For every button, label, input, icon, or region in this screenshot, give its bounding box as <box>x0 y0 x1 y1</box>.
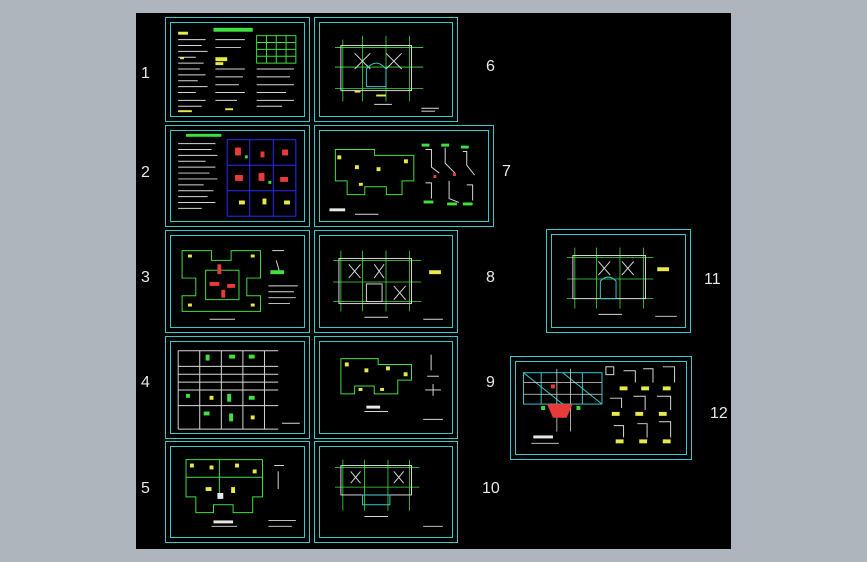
sheet-label-9: 9 <box>486 374 495 391</box>
sheet-6-frame <box>319 22 453 117</box>
sheet-10[interactable] <box>314 441 458 543</box>
sheet-2-details-drawing <box>178 133 297 217</box>
sheet-1[interactable] <box>165 17 310 122</box>
sheet-9-frame <box>319 341 453 434</box>
sheet-4[interactable] <box>165 336 310 439</box>
sheet-2-frame <box>170 130 305 222</box>
sheet-8[interactable] <box>314 230 458 333</box>
drawing-canvas[interactable]: 1 2 3 4 5 6 7 8 9 10 11 12 <box>136 13 731 549</box>
sheet-9-plan-drawing <box>340 354 443 420</box>
sheet-label-12: 12 <box>710 405 728 422</box>
sheet-label-2: 2 <box>141 164 150 181</box>
sheet-11-plan-drawing <box>567 247 677 317</box>
sheet-5-frame <box>170 446 305 538</box>
sheet-3-frame <box>170 235 305 328</box>
sheet-5-plan-drawing <box>185 459 296 527</box>
sheet-4-frame <box>170 341 305 434</box>
sheet-12-frame <box>515 361 687 455</box>
sheet-4-schedule-drawing <box>177 350 300 430</box>
sheet-label-8: 8 <box>486 269 495 286</box>
sheet-12[interactable] <box>510 356 692 460</box>
sheet-8-frame <box>319 235 453 328</box>
sheet-3[interactable] <box>165 230 310 333</box>
sheet-label-3: 3 <box>141 269 150 286</box>
sheet-label-7: 7 <box>502 163 511 180</box>
sheet-9[interactable] <box>314 336 458 439</box>
sheet-10-frame <box>319 446 453 538</box>
sheet-1-frame <box>170 22 305 117</box>
sheet-6[interactable] <box>314 17 458 122</box>
sheet-11[interactable] <box>546 229 691 333</box>
sheet-1-notes-drawing <box>178 27 297 113</box>
sheet-label-4: 4 <box>141 374 150 391</box>
sheet-3-foundation-drawing <box>181 250 298 320</box>
sheet-label-6: 6 <box>486 58 495 75</box>
sheet-2[interactable] <box>165 125 310 227</box>
sheet-10-plan-drawing <box>335 459 443 527</box>
sheet-6-plan-drawing <box>334 35 439 112</box>
sheet-7-frame <box>319 130 489 222</box>
sheet-11-frame <box>551 234 686 328</box>
sheet-5[interactable] <box>165 441 310 543</box>
sheet-12-roof-drawing <box>523 366 676 444</box>
sheet-label-11: 11 <box>704 271 721 288</box>
sheet-7-plan-drawing <box>329 143 475 215</box>
sheet-label-1: 1 <box>141 65 150 82</box>
sheet-7[interactable] <box>314 125 494 227</box>
sheet-label-5: 5 <box>141 480 150 497</box>
sheet-label-10: 10 <box>482 480 500 497</box>
sheet-8-plan-drawing <box>333 250 443 320</box>
